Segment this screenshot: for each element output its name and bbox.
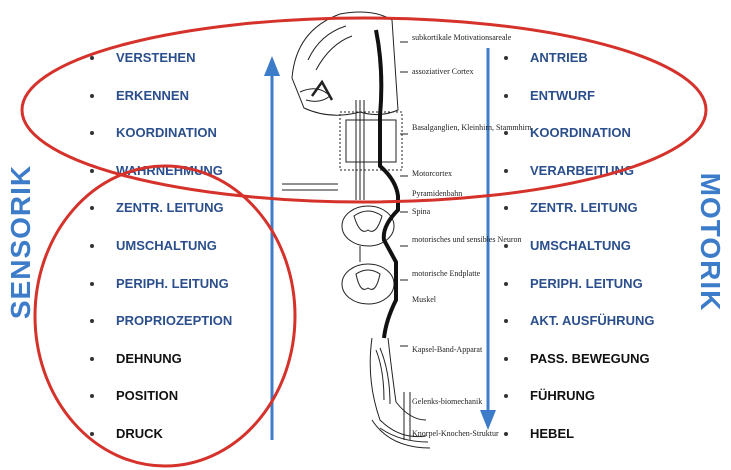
lower-left-highlight-ellipse	[35, 166, 295, 466]
